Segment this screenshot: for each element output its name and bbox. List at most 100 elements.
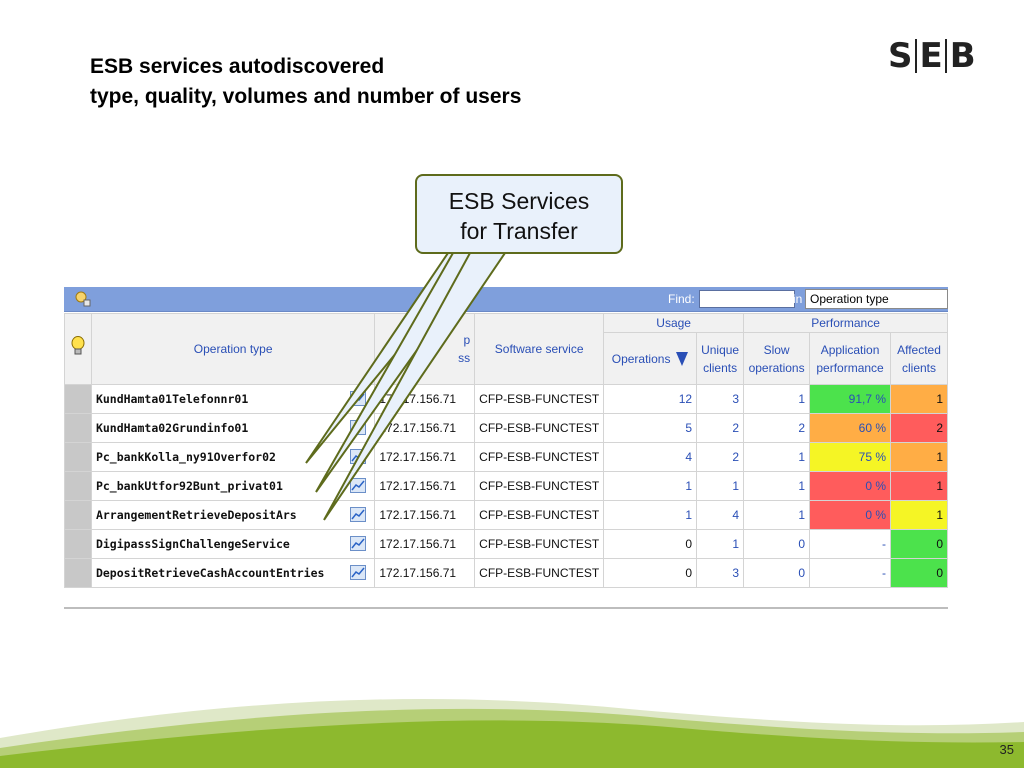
cell-application-performance[interactable]: -: [809, 529, 892, 559]
cell-application-performance[interactable]: -: [809, 558, 892, 588]
cell-operations[interactable]: 5: [603, 413, 698, 443]
cell-affected-clients[interactable]: 0: [890, 558, 948, 588]
header-ip-address[interactable]: p ss: [374, 313, 476, 385]
cell-slow-operations[interactable]: 1: [743, 500, 811, 530]
table-bottom-border: [64, 607, 948, 609]
cell-slow-operations[interactable]: 0: [743, 558, 811, 588]
page-number: 35: [999, 742, 1014, 757]
cell-operation-type[interactable]: KundHamta02Grundinfo01: [90, 413, 376, 443]
cell-ip-address: 172.17.156.71: [374, 471, 476, 501]
header-operation-type[interactable]: Operation type: [90, 313, 376, 385]
header-affected-clients[interactable]: Affected clients: [890, 332, 948, 385]
slide-title-line1: ESB services autodiscovered: [90, 55, 385, 78]
cell-unique-clients[interactable]: 2: [696, 442, 745, 472]
header-group-performance: Performance: [743, 313, 948, 333]
cell-operation-type[interactable]: DigipassSignChallengeService: [90, 529, 376, 559]
cell-software-service: CFP-ESB-FUNCTEST: [474, 384, 605, 414]
footer-wave-decoration: [0, 699, 1024, 768]
cell-operation-type[interactable]: ArrangementRetrieveDepositArs: [90, 500, 376, 530]
cell-software-service: CFP-ESB-FUNCTEST: [474, 529, 605, 559]
cell-unique-clients[interactable]: 1: [696, 529, 745, 559]
cell-affected-clients[interactable]: 0: [890, 529, 948, 559]
cell-slow-operations[interactable]: 1: [743, 471, 811, 501]
row-gutter: [64, 413, 92, 443]
pin-icon[interactable]: [74, 290, 92, 308]
cell-operations[interactable]: 0: [603, 558, 698, 588]
slide-title: ESB services autodiscovered type, qualit…: [90, 52, 521, 112]
header-software-service[interactable]: Software service: [474, 313, 605, 385]
find-label: Find:: [668, 292, 695, 306]
chart-icon[interactable]: [350, 391, 367, 406]
cell-slow-operations[interactable]: 0: [743, 529, 811, 559]
operations-table: Operation type p ss Software service Usa…: [64, 313, 948, 588]
lightbulb-icon[interactable]: [71, 335, 85, 358]
callout-line2: for Transfer: [460, 218, 578, 244]
header-application-performance[interactable]: Application performance: [809, 332, 892, 385]
cell-unique-clients[interactable]: 3: [696, 558, 745, 588]
cell-operation-type[interactable]: Pc_bankUtfor92Bunt_privat01: [90, 471, 376, 501]
cell-ip-address: 172.17.156.71: [374, 500, 476, 530]
cell-slow-operations[interactable]: 2: [743, 413, 811, 443]
find-in-select[interactable]: Operation type: [805, 289, 948, 309]
cell-slow-operations[interactable]: 1: [743, 384, 811, 414]
cell-operation-type[interactable]: Pc_bankKolla_ny91Overfor02: [90, 442, 376, 472]
cell-software-service: CFP-ESB-FUNCTEST: [474, 500, 605, 530]
cell-unique-clients[interactable]: 3: [696, 384, 745, 414]
cell-operations[interactable]: 1: [603, 471, 698, 501]
cell-operations[interactable]: 0: [603, 529, 698, 559]
header-unique-clients[interactable]: Unique clients: [696, 332, 745, 385]
find-input[interactable]: [699, 290, 795, 308]
cell-operations[interactable]: 1: [603, 500, 698, 530]
in-label: in: [793, 292, 803, 306]
operations-table-widget: Find: in Operation type Operation type p: [64, 287, 948, 609]
callout-box: ESB Services for Transfer: [415, 174, 623, 254]
header-group-usage: Usage: [603, 313, 745, 333]
cell-software-service: CFP-ESB-FUNCTEST: [474, 413, 605, 443]
cell-application-performance[interactable]: 0 %: [809, 500, 892, 530]
cell-unique-clients[interactable]: 4: [696, 500, 745, 530]
cell-application-performance[interactable]: 75 %: [809, 442, 892, 472]
chart-icon[interactable]: [350, 449, 367, 464]
cell-software-service: CFP-ESB-FUNCTEST: [474, 471, 605, 501]
cell-affected-clients[interactable]: 2: [890, 413, 948, 443]
cell-operations[interactable]: 12: [603, 384, 698, 414]
cell-ip-address: 172.17.156.71: [374, 529, 476, 559]
cell-operation-type[interactable]: DepositRetrieveCashAccountEntries: [90, 558, 376, 588]
row-gutter: [64, 529, 92, 559]
slide-title-line2: type, quality, volumes and number of use…: [90, 85, 522, 108]
chart-icon[interactable]: [350, 420, 367, 435]
cell-ip-address: 172.17.156.71: [374, 558, 476, 588]
cell-application-performance[interactable]: 91,7 %: [809, 384, 892, 414]
cell-slow-operations[interactable]: 1: [743, 442, 811, 472]
chart-icon[interactable]: [350, 478, 367, 493]
chart-icon[interactable]: [350, 565, 367, 580]
cell-affected-clients[interactable]: 1: [890, 471, 948, 501]
chart-icon[interactable]: [350, 507, 367, 522]
cell-unique-clients[interactable]: 2: [696, 413, 745, 443]
cell-application-performance[interactable]: 0 %: [809, 471, 892, 501]
cell-application-performance[interactable]: 60 %: [809, 413, 892, 443]
row-gutter: [64, 500, 92, 530]
header-operations[interactable]: Operations: [603, 332, 698, 385]
chart-icon[interactable]: [350, 536, 367, 551]
cell-operations[interactable]: 4: [603, 442, 698, 472]
header-slow-operations[interactable]: Slow operations: [743, 332, 811, 385]
cell-software-service: CFP-ESB-FUNCTEST: [474, 442, 605, 472]
row-gutter: [64, 471, 92, 501]
cell-operation-type[interactable]: KundHamta01Telefonnr01: [90, 384, 376, 414]
cell-affected-clients[interactable]: 1: [890, 384, 948, 414]
cell-unique-clients[interactable]: 1: [696, 471, 745, 501]
cell-ip-address: 172.17.156.71: [374, 442, 476, 472]
cell-affected-clients[interactable]: 1: [890, 442, 948, 472]
row-gutter: [64, 558, 92, 588]
cell-ip-address: 172.17.156.71: [374, 413, 476, 443]
hint-header: [64, 313, 92, 385]
cell-affected-clients[interactable]: 1: [890, 500, 948, 530]
